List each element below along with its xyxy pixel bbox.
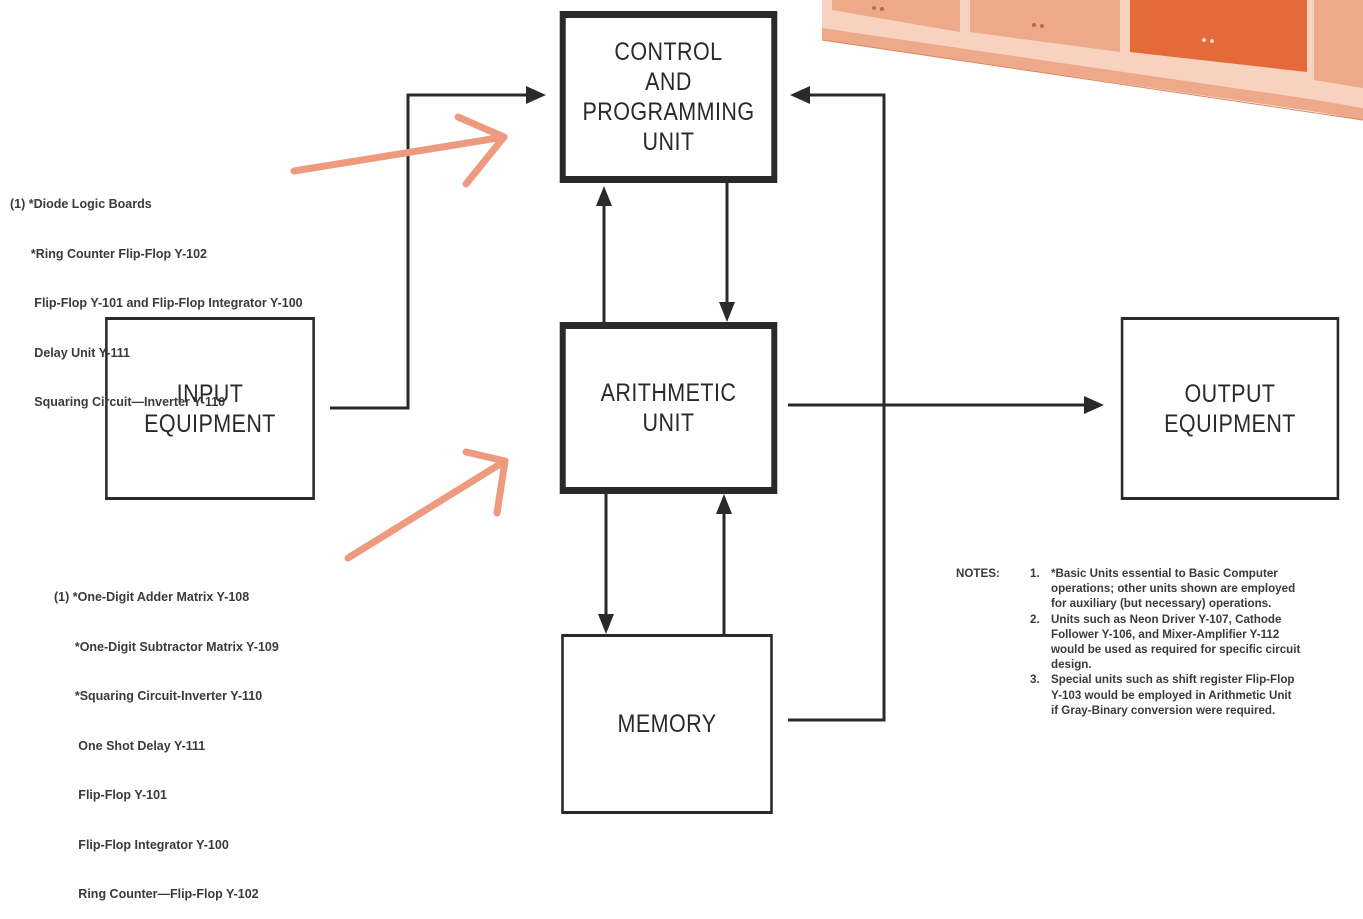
parts-list-item: Flip-Flop Integrator Y-100 <box>54 837 229 852</box>
block-label-line: CONTROL <box>614 38 723 66</box>
arrowhead-up-to-control <box>596 186 612 206</box>
parts-list-item: (1) *Diode Logic Boards <box>10 197 152 211</box>
parts-list-item: Squaring Circuit—Inverter Y-110 <box>10 395 226 409</box>
notes-label: NOTES: <box>956 567 1000 580</box>
arrowhead-down-to-arith <box>719 302 735 322</box>
block-label-line: UNIT <box>642 409 695 437</box>
arithmetic-unit: ARITHMETIC UNIT <box>559 322 778 494</box>
parts-list-item: Flip-Flop Y-101 and Flip-Flop Integrator… <box>10 296 303 310</box>
arithmetic-unit-parts-list: (1) *One-Digit Adder Matrix Y-108 *One-D… <box>54 556 279 919</box>
arrowhead-into-control-right <box>790 86 810 104</box>
arrowhead-down-to-memory <box>598 614 614 634</box>
parts-list-item: One Shot Delay Y-111 <box>54 738 206 753</box>
connection-diagram <box>290 86 1104 722</box>
note-item: NOTES: 1. *Basic Units essential to Basi… <box>956 566 1301 612</box>
parts-list-item: Delay Unit Y-111 <box>10 345 130 360</box>
pointer-arrow-to-arithmetic <box>344 448 509 562</box>
block-label-line: PROGRAMMING <box>582 98 755 126</box>
parts-list-item: *One-Digit Subtractor Matrix Y-109 <box>54 639 279 654</box>
control-and-programming-unit: CONTROL AND PROGRAMMING UNIT <box>559 11 778 183</box>
parts-list-item: *Squaring Circuit-Inverter Y-110 <box>54 689 263 703</box>
parts-list-item: (1) *One-Digit Adder Matrix Y-108 <box>54 590 250 604</box>
block-label-line: AND <box>645 68 692 96</box>
computer-cabinet-illustration <box>822 0 1363 121</box>
parts-list-item: *Ring Counter Flip-Flop Y-102 <box>10 246 208 261</box>
output-equipment: OUTPUT EQUIPMENT <box>1120 317 1340 500</box>
note-number: 1. <box>1030 567 1040 580</box>
arrowhead-into-output <box>1084 396 1104 414</box>
block-label-line: OUTPUT <box>1184 379 1276 408</box>
note-number: 2. <box>1030 612 1040 626</box>
wire-memory-to-control <box>788 93 886 722</box>
note-text: *Basic Units essential to Basic Computer… <box>1051 567 1296 611</box>
block-label-line: INPUT <box>176 379 244 408</box>
memory: MEMORY <box>561 634 773 814</box>
block-label-line: EQUIPMENT <box>144 409 276 438</box>
note-item: 3. Special units such as shift register … <box>956 672 1301 718</box>
pointer-arrow-to-control <box>290 113 508 188</box>
note-text: Units such as Neon Driver Y-107, Cathode… <box>1051 612 1301 672</box>
control-unit-parts-list: (1) *Diode Logic Boards *Ring Counter Fl… <box>10 163 303 427</box>
parts-list-item: Flip-Flop Y-101 <box>54 788 167 802</box>
note-text: Special units such as shift register Fli… <box>1051 673 1295 717</box>
arrowhead-up-to-arith <box>716 494 732 514</box>
block-label-line: MEMORY <box>617 710 717 738</box>
input-equipment: INPUT EQUIPMENT <box>105 317 315 500</box>
wire-input-to-control <box>330 93 530 410</box>
block-label-line: UNIT <box>642 128 695 156</box>
notes-section: NOTES: 1. *Basic Units essential to Basi… <box>956 566 1301 718</box>
block-label-line: ARITHMETIC <box>600 379 737 407</box>
arrowhead-into-control-left <box>526 86 546 104</box>
note-number: 3. <box>1030 673 1040 687</box>
note-item: 2. Units such as Neon Driver Y-107, Cath… <box>956 612 1301 673</box>
block-label-line: EQUIPMENT <box>1164 409 1296 438</box>
parts-list-item: Ring Counter—Flip-Flop Y-102 <box>54 887 259 901</box>
